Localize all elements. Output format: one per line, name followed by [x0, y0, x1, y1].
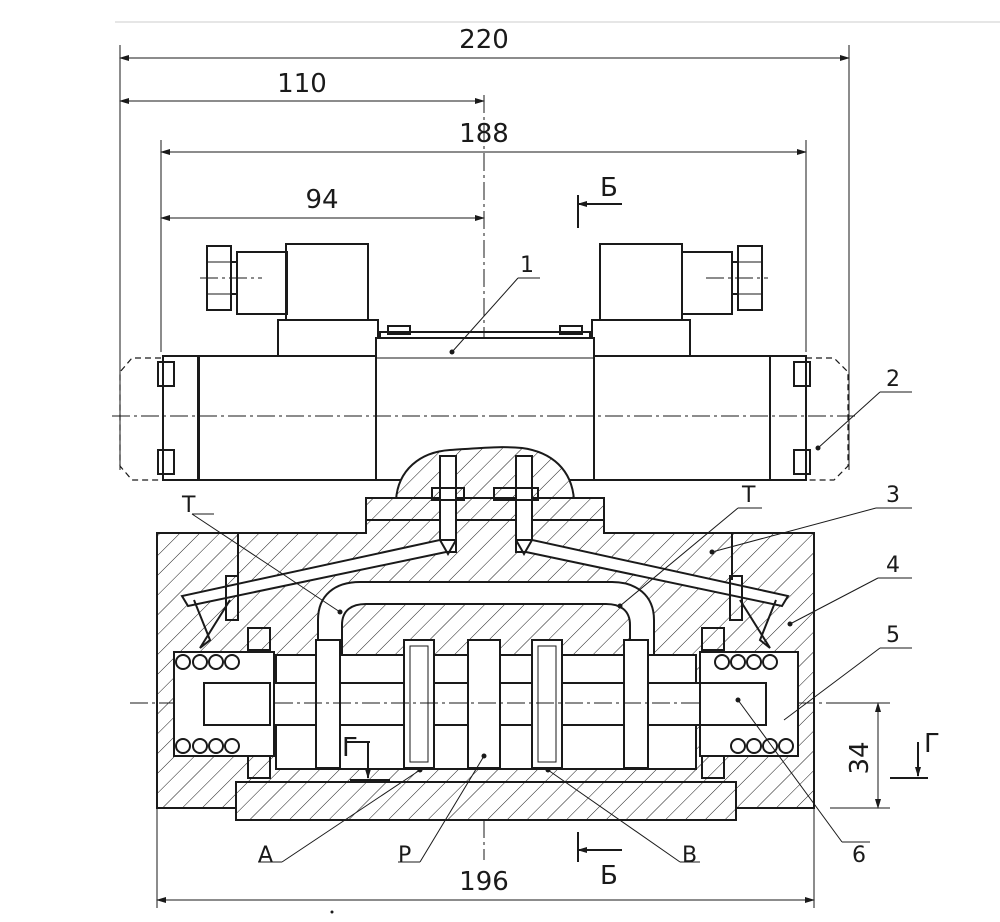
bottom-dot [330, 910, 334, 914]
dim-196: 196 [459, 867, 509, 897]
section-label-g-left: Г [342, 733, 358, 763]
left-drill-tip [439, 539, 457, 557]
section-mark-b-top [577, 195, 622, 228]
right-drill-tip [515, 539, 533, 557]
dim-34: 34 [845, 741, 875, 774]
right-solenoid [593, 355, 849, 481]
left-connector [200, 243, 379, 357]
bottom-plate [235, 781, 737, 821]
callout-4: 4 [886, 553, 900, 578]
callout-6: 6 [852, 843, 866, 868]
section-mark-b-bottom [577, 832, 622, 862]
port-label-b: B [682, 843, 697, 868]
section-mark-g-right [890, 742, 928, 779]
port-label-a: A [258, 843, 273, 868]
port-label-t-left: T [181, 493, 196, 518]
callout-1: 1 [520, 253, 534, 278]
annular-channel [317, 581, 655, 656]
adapter-plate [365, 497, 605, 521]
callout-5: 5 [886, 623, 900, 648]
dim-110: 110 [277, 69, 327, 99]
left-solenoid [119, 355, 377, 481]
section-mark-g-left [346, 741, 390, 781]
dim-220: 220 [459, 25, 509, 55]
port-label-t-right: T [741, 483, 756, 508]
section-label-b-top: Б [600, 173, 618, 203]
section-label-g-right: Г [924, 729, 940, 759]
spool [199, 639, 701, 769]
dim-94: 94 [305, 185, 338, 215]
left-vertical-passage [439, 455, 457, 541]
pilot-top-plate [379, 325, 591, 339]
dimension-lines [119, 45, 890, 908]
right-connector [591, 243, 768, 357]
callout-3: 3 [886, 483, 900, 508]
section-label-b-bottom: Б [600, 861, 618, 891]
left-spring-chamber [173, 575, 275, 779]
right-vertical-passage [515, 455, 533, 541]
port-label-p: P [398, 843, 411, 868]
leader-lines [191, 277, 912, 863]
right-spring-chamber [699, 575, 799, 779]
callout-2: 2 [886, 367, 900, 392]
